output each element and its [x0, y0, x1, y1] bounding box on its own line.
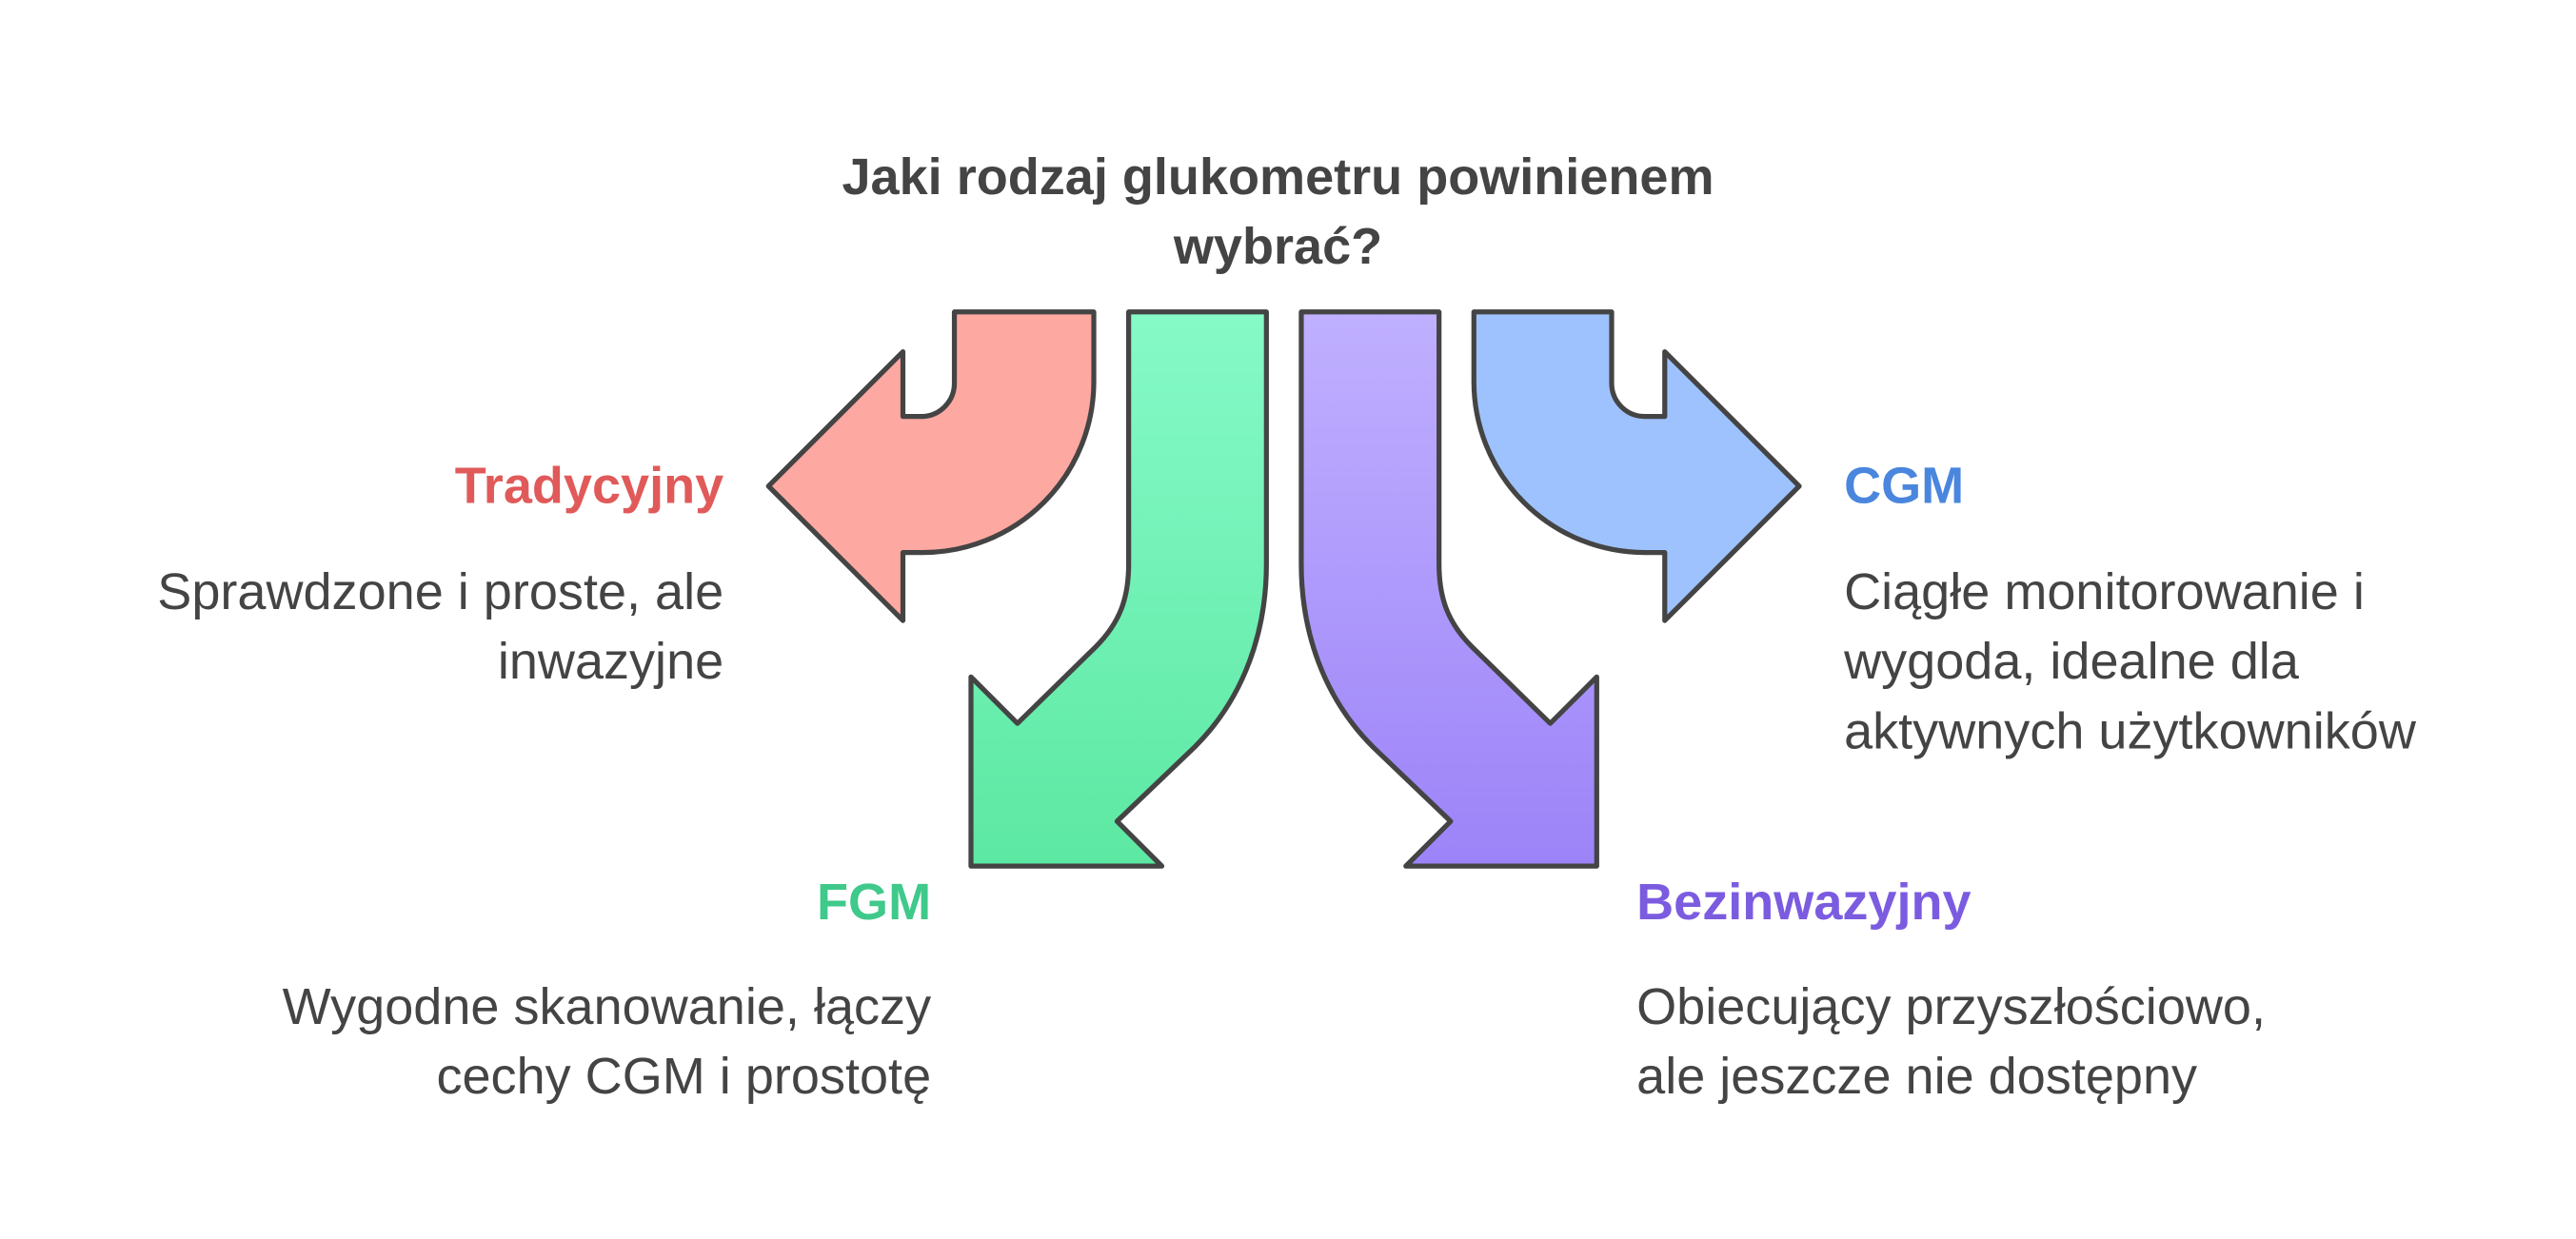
title-line-1: Jaki rodzaj glukometru powinienem — [842, 148, 1714, 206]
arrow-cgm — [1471, 309, 1802, 623]
arrow-tradycyjny — [765, 309, 1097, 623]
desc-cgm-line-1: Ciągłe monitorowanie i — [1844, 562, 2365, 621]
desc-cgm-line-2: wygoda, idealne dla — [1844, 632, 2299, 691]
arrow-bezinwazyjny — [1298, 309, 1599, 869]
desc-tradycyjny-line-2: inwazyjne — [497, 632, 724, 691]
arrow-fgm — [968, 309, 1269, 869]
desc-cgm-line-3: aktywnych użytkowników — [1844, 701, 2416, 760]
desc-bezinwazyjny-line-1: Obiecujący przyszłościowo, — [1636, 976, 2267, 1035]
desc-tradycyjny: Sprawdzone i proste, ale inwazyjne — [60, 558, 723, 697]
label-fgm: FGM — [817, 873, 932, 932]
desc-bezinwazyjny: Obiecujący przyszłościowo, ale jeszcze n… — [1636, 973, 2400, 1111]
desc-fgm-line-2: cechy CGM i prostotę — [436, 1047, 932, 1106]
desc-bezinwazyjny-line-2: ale jeszcze nie dostępny — [1636, 1047, 2198, 1106]
label-bezinwazyjny: Bezinwazyjny — [1636, 873, 1972, 932]
desc-fgm-line-1: Wygodne skanowanie, łączy — [282, 976, 932, 1035]
title-line-2: wybrać? — [1173, 217, 1383, 276]
desc-tradycyjny-line-1: Sprawdzone i proste, ale — [157, 562, 724, 621]
label-tradycyjny: Tradycyjny — [454, 456, 724, 515]
desc-cgm: Ciągłe monitorowanie i wygoda, idealne d… — [1844, 558, 2541, 767]
label-cgm: CGM — [1844, 456, 1965, 515]
desc-fgm: Wygodne skanowanie, łączy cechy CGM i pr… — [168, 973, 932, 1111]
diagram-title: Jaki rodzaj glukometru powinienem wybrać… — [780, 143, 1775, 282]
